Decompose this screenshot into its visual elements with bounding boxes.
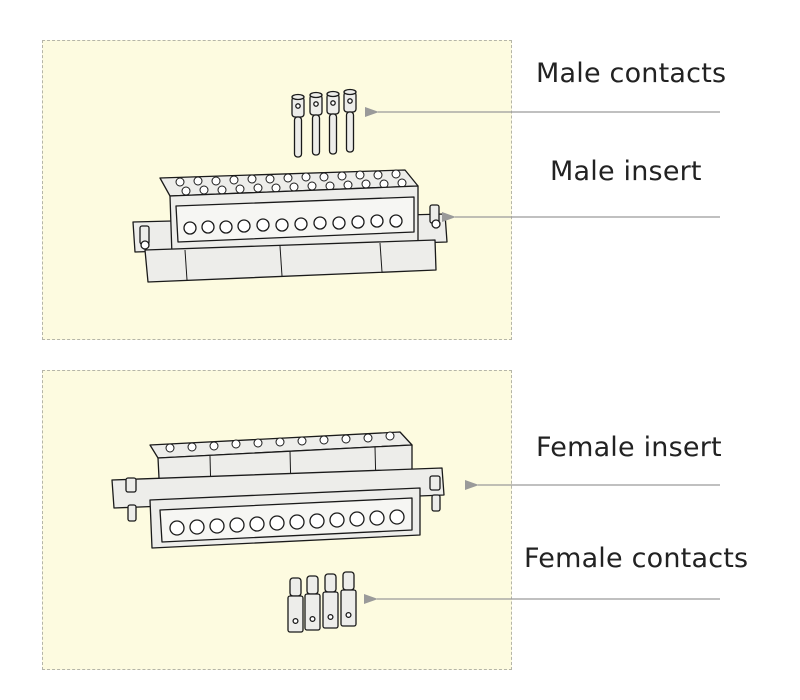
female-contacts-label: Female contacts: [524, 543, 749, 574]
male-contacts-label: Male contacts: [536, 58, 727, 89]
male-insert-label: Male insert: [550, 156, 702, 187]
female-insert-connector-icon: [111, 431, 445, 549]
male-contact-pin-icon: [291, 88, 357, 158]
female-contact-socket-icon: [287, 571, 357, 633]
male-insert-connector-icon: [132, 169, 448, 283]
female-insert-label: Female insert: [536, 432, 722, 463]
